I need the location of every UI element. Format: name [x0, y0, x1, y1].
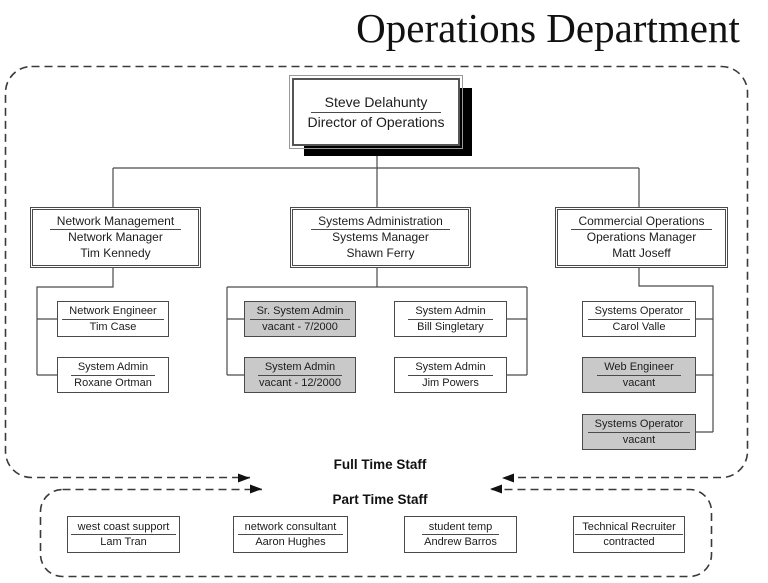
full-time-border-gap [250, 471, 502, 485]
group-box-network-management: Network Management Network Manager Tim K… [30, 207, 201, 268]
staff-title: Technical Recruiter [575, 520, 683, 535]
director-name: Steve Delahunty [310, 93, 442, 113]
staff-title: Systems Operator [587, 417, 691, 433]
part-time-box-technical-recruiter: Technical Recruiter contracted [573, 516, 685, 553]
group-box-systems-administration: Systems Administration Systems Manager S… [290, 207, 471, 268]
staff-title: Systems Operator [587, 304, 691, 320]
staff-box-jim-powers: System Admin Jim Powers [394, 357, 507, 393]
part-time-box-andrew-barros: student temp Andrew Barros [404, 516, 517, 553]
staff-title: Sr. System Admin [249, 304, 351, 320]
group-title: Commercial Operations [571, 214, 712, 231]
systems-group-connector [226, 268, 528, 376]
staff-box-carol-valle: Systems Operator Carol Valle [582, 301, 696, 337]
commercial-group-connector [638, 268, 714, 433]
director-box: Steve Delahunty Director of Operations [289, 75, 463, 149]
part-time-box-lam-tran: west coast support Lam Tran [67, 516, 180, 553]
staff-name: Roxane Ortman [74, 376, 152, 389]
staff-title: System Admin [408, 360, 493, 376]
part-time-box-aaron-hughes: network consultant Aaron Hughes [233, 516, 348, 553]
staff-title: student temp [421, 520, 500, 535]
manager-name: Tim Kennedy [80, 245, 151, 260]
manager-title: Systems Manager [332, 230, 429, 245]
staff-box-vacant-web-engineer: Web Engineer vacant [582, 357, 696, 393]
group-title: Network Management [49, 214, 182, 231]
staff-title: System Admin [257, 360, 343, 376]
part-time-border-gap [262, 482, 490, 496]
staff-name: contracted [603, 536, 655, 548]
page-title: Operations Department [356, 5, 740, 51]
full-time-arrow-right-icon [502, 473, 514, 483]
director-title: Director of Operations [307, 113, 445, 130]
staff-title: west coast support [70, 520, 177, 535]
manager-title: Operations Manager [586, 230, 697, 245]
manager-name: Shawn Ferry [346, 245, 415, 260]
staff-box-bill-singletary: System Admin Bill Singletary [394, 301, 507, 337]
staff-name: Aaron Hughes [255, 536, 326, 548]
network-group-connector [36, 268, 114, 376]
staff-name: vacant [622, 433, 656, 446]
staff-name: Andrew Barros [424, 536, 497, 548]
staff-title: network consultant [237, 520, 344, 535]
staff-name: vacant [622, 376, 656, 389]
manager-title: Network Manager [68, 230, 163, 245]
staff-name: Tim Case [89, 320, 137, 333]
staff-name: Jim Powers [422, 376, 479, 389]
staff-title: Web Engineer [597, 360, 681, 376]
part-time-arrow-left-icon [250, 484, 262, 494]
group-title: Systems Administration [311, 214, 450, 231]
staff-box-vacant-system-admin: System Admin vacant - 12/2000 [244, 357, 356, 393]
manager-name: Matt Joseff [612, 245, 671, 260]
staff-name: Bill Singletary [417, 320, 484, 333]
staff-title: System Admin [70, 360, 156, 376]
group-box-commercial-operations: Commercial Operations Operations Manager… [555, 207, 728, 268]
staff-name: Lam Tran [100, 536, 147, 548]
staff-title: Network Engineer [62, 304, 164, 320]
full-time-staff-label: Full Time Staff [333, 457, 427, 472]
director-to-managers-connector [112, 146, 640, 207]
full-time-arrow-left-icon [238, 473, 250, 483]
staff-box-roxane-ortman: System Admin Roxane Ortman [57, 357, 169, 393]
part-time-staff-label: Part Time Staff [332, 492, 428, 507]
staff-box-vacant-systems-operator: Systems Operator vacant [582, 414, 696, 450]
staff-box-tim-case: Network Engineer Tim Case [57, 301, 169, 337]
staff-name: Carol Valle [612, 320, 666, 333]
part-time-arrow-right-icon [490, 484, 502, 494]
staff-name: vacant - 12/2000 [259, 376, 341, 389]
staff-box-vacant-sr-system-admin: Sr. System Admin vacant - 7/2000 [244, 301, 356, 337]
staff-title: System Admin [408, 304, 493, 320]
staff-name: vacant - 7/2000 [262, 320, 338, 333]
